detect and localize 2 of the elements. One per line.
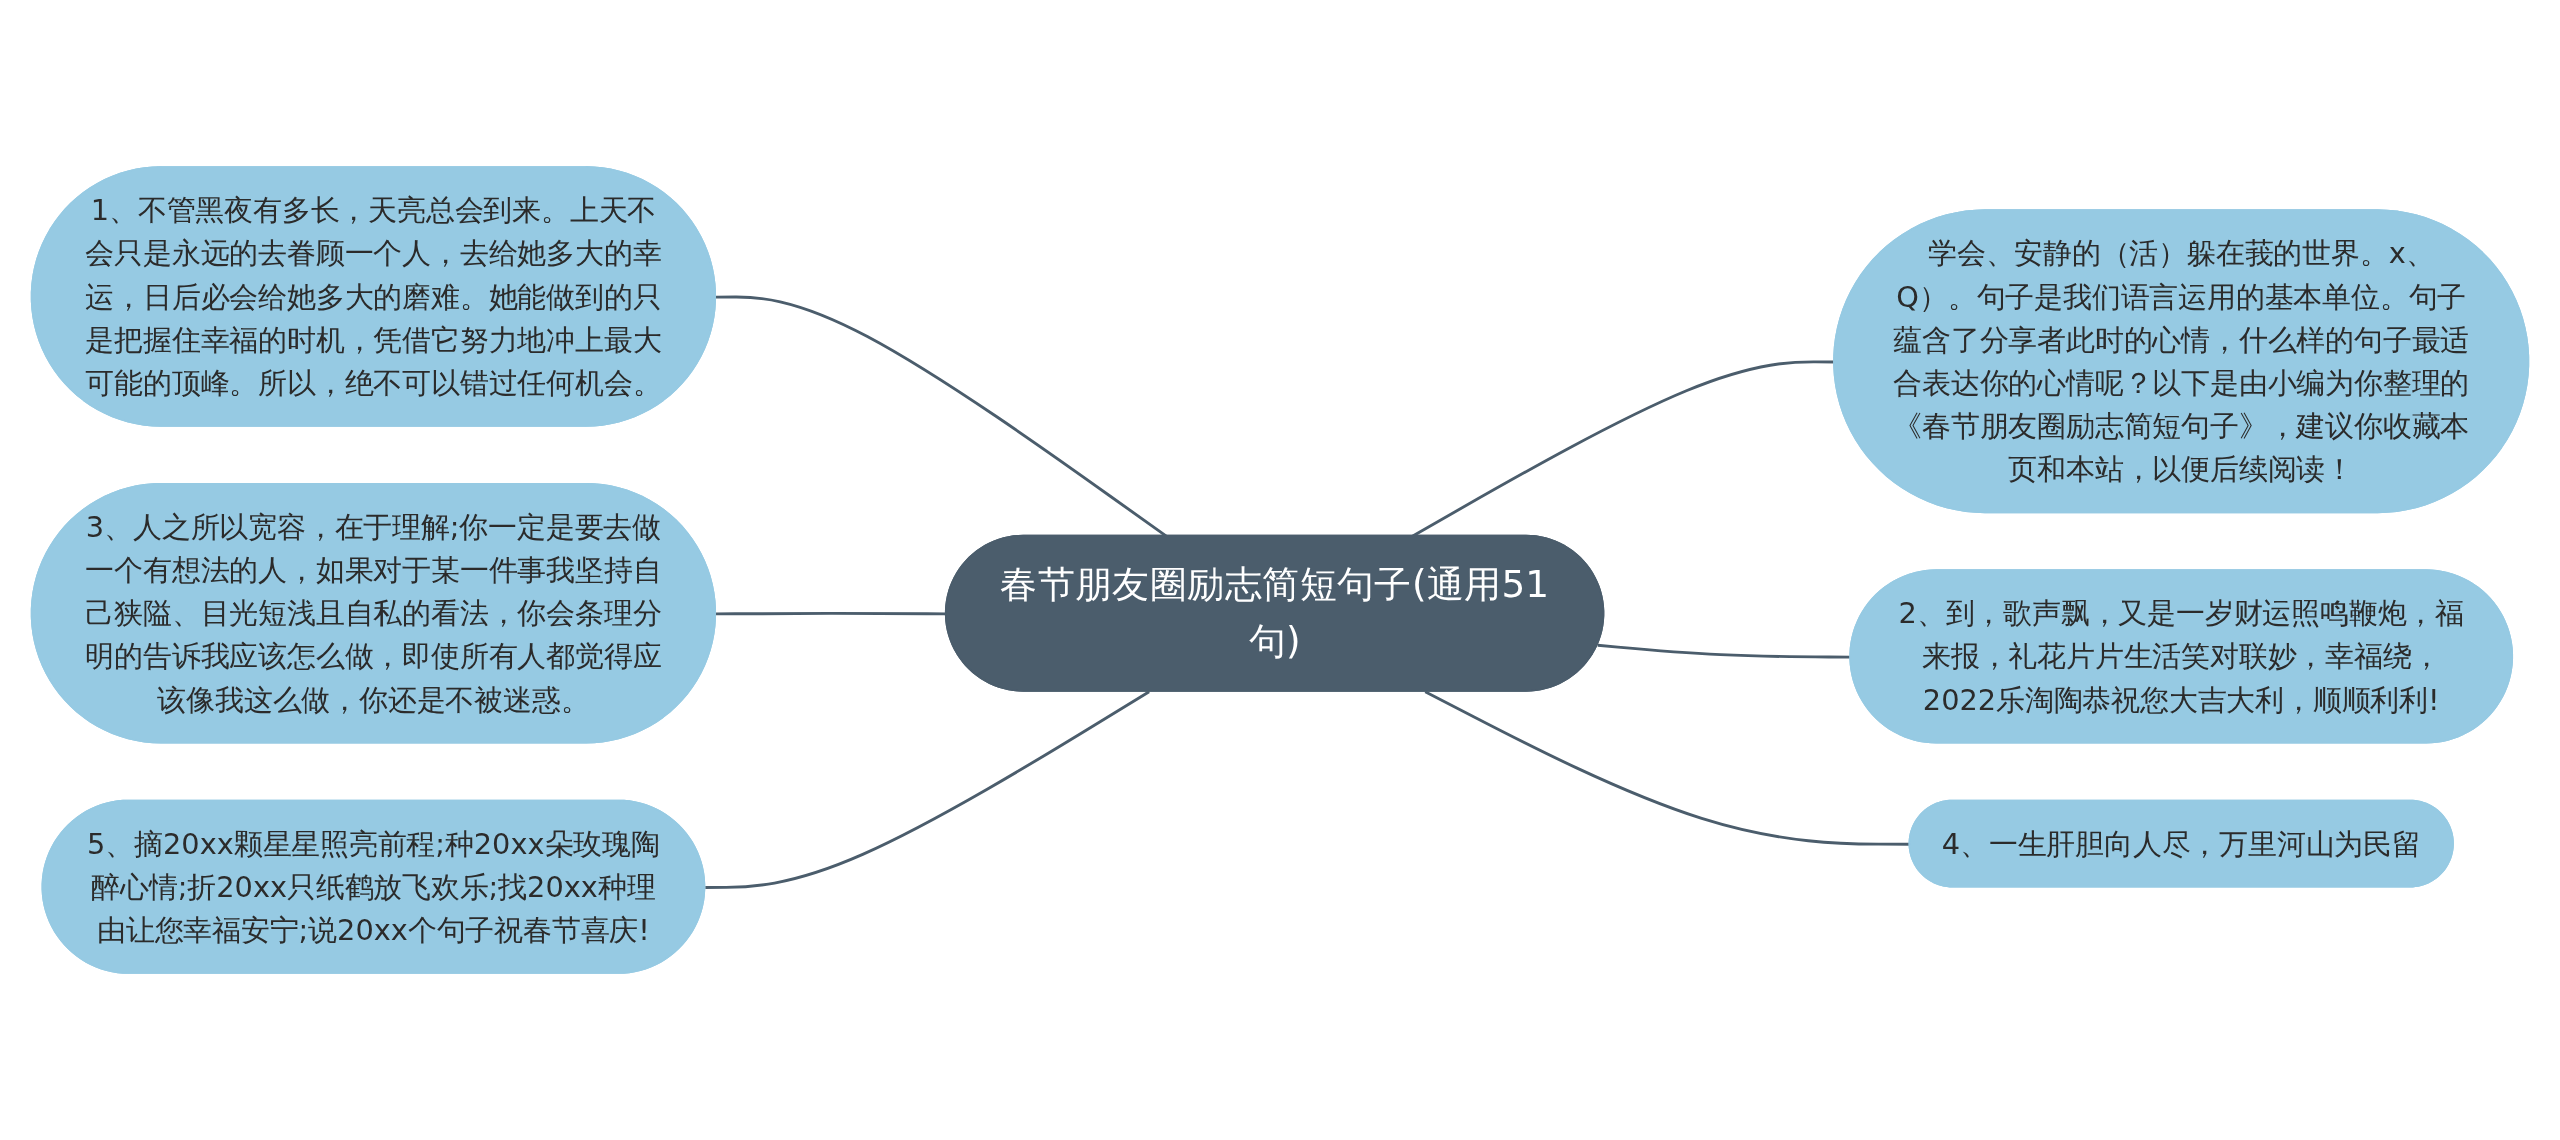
connector (1597, 643, 1851, 659)
connector (705, 690, 1150, 889)
